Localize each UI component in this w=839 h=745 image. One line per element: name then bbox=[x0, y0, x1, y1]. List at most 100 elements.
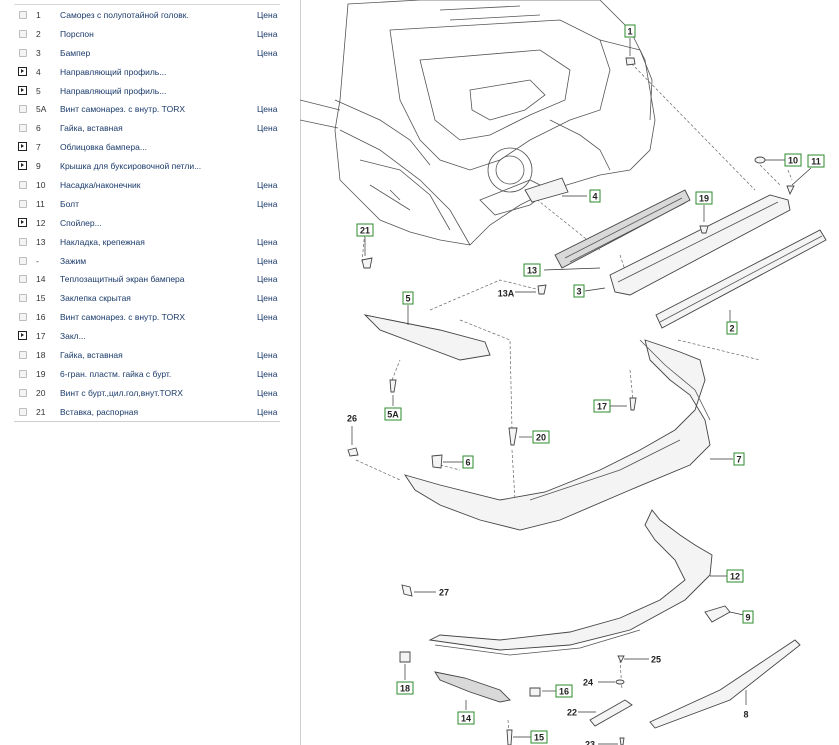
part-name-link[interactable]: Крышка для буксировочной петли... bbox=[60, 161, 202, 172]
price-link[interactable]: Цена bbox=[257, 274, 278, 285]
callout-7[interactable]: 7 bbox=[733, 452, 745, 466]
expand-icon[interactable] bbox=[18, 161, 27, 171]
price-link[interactable]: Цена bbox=[257, 47, 278, 58]
part-name-link[interactable]: Гайка, вставная bbox=[60, 123, 123, 134]
part-name-link[interactable]: Вставка, распорная bbox=[60, 406, 139, 417]
row-checkbox[interactable] bbox=[19, 407, 27, 416]
row-checkbox[interactable] bbox=[19, 369, 27, 378]
part-name-link[interactable]: Болт bbox=[60, 198, 79, 209]
callout-2[interactable]: 2 bbox=[726, 321, 738, 335]
callout-8[interactable]: 8 bbox=[743, 709, 748, 719]
price-link[interactable]: Цена bbox=[257, 180, 278, 191]
callout-10[interactable]: 10 bbox=[784, 153, 802, 167]
callout-23[interactable]: 23 bbox=[585, 739, 595, 745]
price-link[interactable]: Цена bbox=[257, 387, 278, 398]
part-name-link[interactable]: Саморез с полупотайной головк. bbox=[60, 10, 189, 20]
callout-14[interactable]: 14 bbox=[457, 711, 475, 725]
part-name-link[interactable]: Спойлер... bbox=[60, 217, 102, 228]
callout-18[interactable]: 18 bbox=[396, 681, 414, 695]
price-link[interactable]: Цена bbox=[257, 293, 278, 304]
price-link[interactable]: Цена bbox=[257, 123, 278, 134]
callout-6[interactable]: 6 bbox=[462, 455, 474, 469]
part-name-link[interactable]: Направляющий профиль... bbox=[60, 85, 167, 96]
part-name-link[interactable]: Заклепка скрытая bbox=[60, 293, 131, 304]
callout-11[interactable]: 11 bbox=[807, 154, 825, 168]
row-checkbox[interactable] bbox=[19, 181, 27, 190]
callout-24[interactable]: 24 bbox=[583, 677, 593, 687]
callout-27[interactable]: 27 bbox=[439, 587, 449, 597]
expand-icon[interactable] bbox=[18, 217, 27, 227]
part-name-link[interactable]: Направляющий профиль... bbox=[60, 66, 167, 77]
callout-5a[interactable]: 5A bbox=[384, 407, 402, 421]
callout-9[interactable]: 9 bbox=[742, 610, 754, 624]
callout-3[interactable]: 3 bbox=[573, 284, 585, 298]
row-checkbox[interactable] bbox=[19, 199, 27, 208]
row-checkbox[interactable] bbox=[19, 256, 27, 265]
price-link[interactable]: Цена bbox=[257, 368, 278, 379]
expand-icon[interactable] bbox=[18, 85, 27, 95]
row-checkbox[interactable] bbox=[19, 313, 27, 322]
part-name-link[interactable]: Зажим bbox=[60, 255, 87, 266]
callout-22[interactable]: 22 bbox=[567, 707, 577, 717]
row-checkbox[interactable] bbox=[19, 48, 27, 57]
price-link[interactable]: Цена bbox=[257, 406, 278, 417]
part-name-link[interactable]: Накладка, крепежная bbox=[60, 236, 145, 247]
price-link[interactable]: Цена bbox=[257, 255, 278, 266]
callout-20[interactable]: 20 bbox=[532, 430, 550, 444]
callout-13[interactable]: 13 bbox=[523, 263, 541, 277]
price-link[interactable]: Цена bbox=[257, 236, 278, 247]
part-name-link[interactable]: Бампер bbox=[60, 47, 91, 58]
callout-16[interactable]: 16 bbox=[555, 684, 573, 698]
part-name-link[interactable]: Облицовка бампера... bbox=[60, 142, 147, 153]
row-checkbox[interactable] bbox=[19, 275, 27, 284]
row-checkbox[interactable] bbox=[19, 124, 27, 133]
callout-1[interactable]: 1 bbox=[624, 24, 636, 38]
part-name-link[interactable]: Гайка, вставная bbox=[60, 350, 123, 361]
part-name-link[interactable]: Закл... bbox=[60, 331, 86, 342]
row-checkbox[interactable] bbox=[19, 237, 27, 246]
callout-5[interactable]: 5 bbox=[402, 291, 414, 305]
expand-icon[interactable] bbox=[18, 331, 27, 341]
part-name-link[interactable]: Теплозащитный экран бампера bbox=[60, 274, 185, 285]
expand-icon[interactable] bbox=[18, 66, 27, 76]
callout-19[interactable]: 19 bbox=[695, 191, 713, 205]
row-checkbox[interactable] bbox=[19, 351, 27, 360]
row-checkbox[interactable] bbox=[19, 29, 27, 38]
price-link[interactable]: Цена bbox=[257, 104, 278, 115]
part-name-link[interactable]: 6-гран. пластм. гайка с бурт. bbox=[60, 368, 172, 379]
callout-26[interactable]: 26 bbox=[347, 413, 357, 423]
price-link[interactable]: Цена bbox=[257, 198, 278, 209]
callout-15[interactable]: 15 bbox=[530, 730, 548, 744]
row-checkbox[interactable] bbox=[19, 11, 27, 19]
expand-icon[interactable] bbox=[18, 142, 27, 152]
price-link[interactable]: Цена bbox=[257, 312, 278, 323]
price-link[interactable]: Цена bbox=[257, 10, 278, 20]
part-name-link[interactable]: Порспон bbox=[60, 28, 94, 39]
part-name-link[interactable]: Винт с бурт.,цил.гол,внут.TORX bbox=[60, 387, 183, 398]
part-name-link[interactable]: Винт самонарез. с внутр. TORX bbox=[60, 104, 186, 115]
callout-21[interactable]: 21 bbox=[356, 223, 374, 237]
row-checkbox[interactable] bbox=[19, 294, 27, 303]
part-name-link[interactable]: Насадка/наконечник bbox=[60, 180, 141, 191]
